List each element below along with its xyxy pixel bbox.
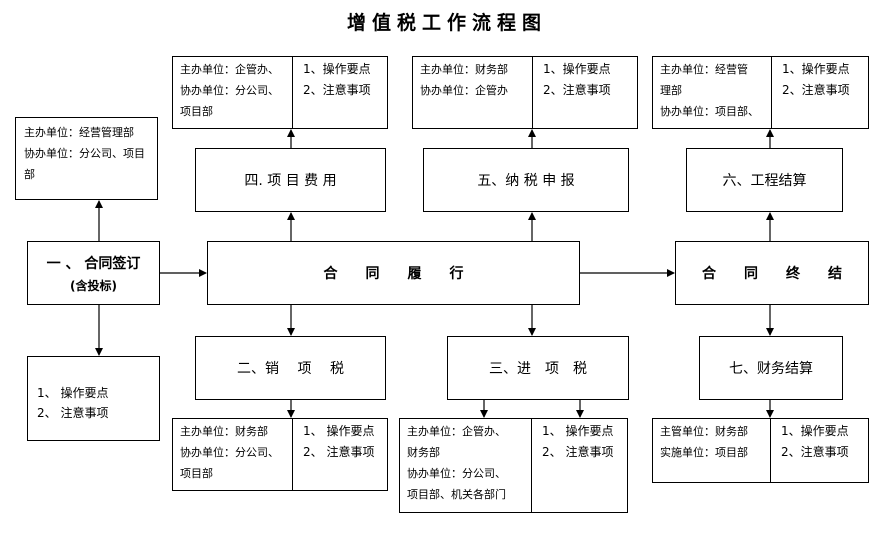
note-line: 协办单位：分公司、 <box>180 446 279 459</box>
node-label: 三、进 项 税 <box>489 361 587 377</box>
note-points: 1、操作要点 2、注意事项 <box>533 57 637 128</box>
note-tax-declaration: 主办单位：财务部 协办单位：企管办 1、操作要点 2、注意事项 <box>412 56 638 129</box>
node-output-tax: 二、销 项 税 <box>195 336 386 400</box>
node-label: 合 同 终 结 <box>702 266 842 282</box>
note-line: 主办单位：经营管理部 <box>24 126 134 139</box>
note-input-tax: 主办单位：企管办、 财务部 协办单位：分公司、 项目部、机关各部门 1、 操作要… <box>399 418 628 513</box>
note-line: 1、操作要点 <box>782 62 850 76</box>
note-line: 协办单位：分公司、 <box>180 84 279 97</box>
note-line: 2、 注意事项 <box>303 445 375 459</box>
note-units: 主办单位：财务部 协办单位：企管办 <box>413 57 533 128</box>
node-engineering-settlement: 六、工程结算 <box>686 148 843 212</box>
node-tax-declaration: 五、纳 税 申 报 <box>423 148 629 212</box>
note-line: 财务部 <box>407 446 440 459</box>
note-line: 1、操作要点 <box>543 62 611 76</box>
note-units: 主办单位：财务部 协办单位：分公司、 项目部 <box>173 419 293 490</box>
note-line: 项目部 <box>180 467 213 480</box>
node-financial-settlement: 七、财务结算 <box>699 336 843 400</box>
note-points: 1、 操作要点 2、 注意事项 <box>293 419 387 490</box>
note-units: 主办单位：经营管 理部 协办单位：项目部、 <box>653 57 772 128</box>
note-units: 主办单位：企管办、 财务部 协办单位：分公司、 项目部、机关各部门 <box>400 419 532 512</box>
note-line: 2、注意事项 <box>782 83 850 97</box>
note-points: 1、 操作要点 2、 注意事项 <box>532 419 627 512</box>
note-line: 协办单位：分公司、 <box>407 467 506 480</box>
note-line: 2、 注意事项 <box>542 445 614 459</box>
node-label: 六、工程结算 <box>722 173 807 189</box>
page-title: 增值税工作流程图 <box>346 12 547 34</box>
note-line: 主办单位：企管办、 <box>407 425 506 438</box>
note-points: 1、操作要点 2、注意事项 <box>772 57 868 128</box>
node-label: 合 同 履 行 <box>323 266 464 282</box>
note-output-tax: 主办单位：财务部 协办单位：分公司、 项目部 1、 操作要点 2、 注意事项 <box>172 418 388 491</box>
note-line: 主办单位：财务部 <box>420 63 508 76</box>
note-line: 项目部 <box>180 105 213 118</box>
note-units: 主办单位：企管办、 协办单位：分公司、 项目部 <box>173 57 293 128</box>
note-line: 主办单位：经营管 <box>660 63 748 76</box>
note-line: 协办单位：企管办 <box>420 84 508 97</box>
note-points: 1、操作要点 2、注意事项 <box>771 419 868 482</box>
note-line: 1、 操作要点 <box>303 424 375 438</box>
note-financial-settlement: 主管单位：财务部 实施单位：项目部 1、操作要点 2、注意事项 <box>652 418 869 483</box>
node-input-tax: 三、进 项 税 <box>447 336 629 400</box>
note-line: 协办单位：项目部、 <box>660 105 759 118</box>
note-line: 1、操作要点 <box>303 62 371 76</box>
note-line: 主办单位：财务部 <box>180 425 268 438</box>
node-label: 二、销 项 税 <box>237 361 344 377</box>
note-points: 1、操作要点 2、注意事项 <box>293 57 387 128</box>
note-line: 理部 <box>660 84 682 97</box>
note-line: 2、注意事项 <box>543 83 611 97</box>
note-line: 1、操作要点 <box>781 424 849 438</box>
note-line: 协办单位：分公司、项目部 <box>24 147 145 181</box>
note-line: 2、注意事项 <box>303 83 371 97</box>
node-sublabel: (含投标) <box>70 278 117 293</box>
note-line: 实施单位：项目部 <box>660 446 748 459</box>
note-line: 1、 操作要点 <box>37 386 109 400</box>
node-label: 七、财务结算 <box>729 361 813 377</box>
node-label: 一 、 合同签订 <box>46 255 141 272</box>
node-contract-sign: 一 、 合同签订 (含投标) <box>27 241 160 305</box>
note-contract-sign-units: 主办单位：经营管理部 协办单位：分公司、项目部 <box>15 117 158 200</box>
node-label: 五、纳 税 申 报 <box>477 173 575 189</box>
node-contract-end: 合 同 终 结 <box>675 241 869 305</box>
note-line: 2、 注意事项 <box>37 406 109 420</box>
note-line: 2、注意事项 <box>781 445 849 459</box>
node-contract-execution: 合 同 履 行 <box>207 241 580 305</box>
note-project-cost: 主办单位：企管办、 协办单位：分公司、 项目部 1、操作要点 2、注意事项 <box>172 56 388 129</box>
note-contract-sign-points: 1、 操作要点 2、 注意事项 <box>27 356 160 441</box>
node-label: 四. 项 目 费 用 <box>244 173 337 189</box>
note-units: 主管单位：财务部 实施单位：项目部 <box>653 419 771 482</box>
note-line: 项目部、机关各部门 <box>407 488 506 501</box>
node-project-cost: 四. 项 目 费 用 <box>195 148 386 212</box>
note-line: 主管单位：财务部 <box>660 425 748 438</box>
note-line: 主办单位：企管办、 <box>180 63 279 76</box>
note-engineering-settlement: 主办单位：经营管 理部 协办单位：项目部、 1、操作要点 2、注意事项 <box>652 56 869 129</box>
note-line: 1、 操作要点 <box>542 424 614 438</box>
